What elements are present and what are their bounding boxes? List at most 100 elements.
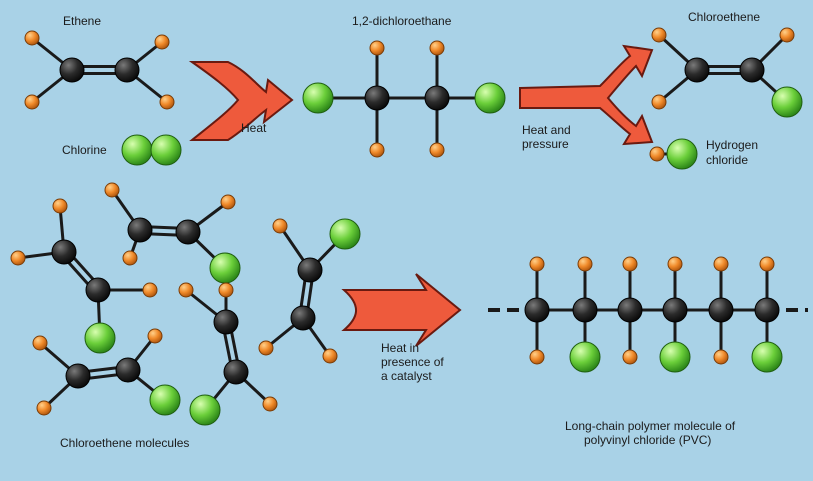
hydrogen-atom: [577, 256, 593, 272]
hydrogen-atom: [322, 348, 338, 364]
hydrogen-atom: [262, 396, 278, 412]
hydrogen-atom: [154, 34, 170, 50]
heat-catalyst-label-line-3: a catalyst: [381, 369, 432, 383]
carbon-atom: [297, 257, 323, 283]
carbon-atom: [364, 85, 390, 111]
carbon-atom: [85, 277, 111, 303]
hydrogen-atom: [649, 146, 665, 162]
hydrogen-atom: [32, 335, 48, 351]
carbon-atom: [754, 297, 780, 323]
hydrogen-atom: [429, 40, 445, 56]
chlorine-atom: [659, 341, 691, 373]
chlorine-atom: [149, 384, 181, 416]
pvc-polymer-chain: [524, 256, 783, 373]
hydrogen-chloride-label-line-1: Hydrogen: [706, 138, 759, 152]
pvc-label-line-1: Long-chain polymer molecule of: [565, 419, 736, 433]
hydrogen-atom: [779, 27, 795, 43]
heat-and-pressure-label-line-2: pressure: [522, 137, 569, 151]
dichloroethane-molecule: [302, 40, 506, 158]
chloroethene-molecule-1: [104, 182, 241, 284]
chloroethene-molecule-2: [10, 198, 158, 354]
hydrogen-chloride-label-line-2: chloride: [706, 153, 749, 167]
hydrogen-atom: [24, 94, 40, 110]
heat-reaction-arrow: [188, 61, 294, 141]
hydrogen-atom: [159, 94, 175, 110]
hydrogen-atom: [52, 198, 68, 214]
heat-catalyst-label-line-1: Heat in: [381, 341, 420, 355]
chlorine-atom: [569, 341, 601, 373]
carbon-atom: [290, 305, 316, 331]
molecules-layer: [10, 27, 803, 426]
chlorine-label: Chlorine: [62, 143, 107, 157]
carbon-atom: [572, 297, 598, 323]
chlorine-atom: [84, 322, 116, 354]
chlorine-molecule: [121, 134, 182, 166]
chlorine-atom: [329, 218, 361, 250]
heat-catalyst-label-line-2: presence of: [381, 355, 444, 369]
chlorine-atom: [771, 86, 803, 118]
chloroethene-label: Chloroethene: [688, 10, 761, 24]
hydrogen-atom: [36, 400, 52, 416]
hydrogen-atom: [10, 250, 26, 266]
hydrogen-atom: [369, 40, 385, 56]
hydrogen-atom: [667, 256, 683, 272]
heat-and-pressure-label-line-1: Heat and: [522, 123, 571, 137]
hydrogen-atom: [622, 256, 638, 272]
carbon-atom: [524, 297, 550, 323]
ethene-molecule: [24, 30, 175, 110]
hydrogen-atom: [258, 340, 274, 356]
heat-and-pressure-arrow: [519, 44, 654, 146]
hydrogen-atom: [622, 349, 638, 365]
hydrogen-atom: [24, 30, 40, 46]
carbon-atom: [662, 297, 688, 323]
dichloroethane-label: 1,2-dichloroethane: [352, 14, 452, 28]
carbon-atom: [617, 297, 643, 323]
carbon-atom: [708, 297, 734, 323]
chlorine-atom: [209, 252, 241, 284]
hydrogen-atom: [369, 142, 385, 158]
hydrogen-atom: [651, 94, 667, 110]
hydrogen-atom: [218, 282, 234, 298]
chlorine-atom: [302, 82, 334, 114]
chlorine-atom: [121, 134, 153, 166]
carbon-atom: [115, 357, 141, 383]
chloroethene-molecule-5: [258, 218, 361, 364]
hydrogen-atom: [178, 282, 194, 298]
hydrogen-atom: [142, 282, 158, 298]
carbon-atom: [684, 57, 710, 83]
chlorine-atom: [189, 394, 221, 426]
carbon-atom: [223, 359, 249, 385]
hydrogen-atom: [104, 182, 120, 198]
hydrogen-atom: [651, 27, 667, 43]
chlorine-atom: [150, 134, 182, 166]
carbon-atom: [739, 57, 765, 83]
chlorine-atom: [751, 341, 783, 373]
hydrogen-atom: [429, 142, 445, 158]
hydrogen-atom: [713, 349, 729, 365]
chloroethene-molecule-3: [32, 328, 181, 416]
carbon-atom: [51, 239, 77, 265]
hydrogen-atom: [122, 250, 138, 266]
pvc-label-line-2: polyvinyl chloride (PVC): [584, 433, 712, 447]
carbon-atom: [65, 363, 91, 389]
chloroethene-molecules-label: Chloroethene molecules: [60, 436, 190, 450]
catalyst-reaction-arrow: [341, 273, 462, 347]
hydrogen-atom: [529, 256, 545, 272]
carbon-atom: [424, 85, 450, 111]
chloroethene-product: [651, 27, 803, 118]
hydrogen-atom: [529, 349, 545, 365]
chlorine-atom: [474, 82, 506, 114]
hydrogen-atom: [713, 256, 729, 272]
hydrogen-chloride-molecule: [649, 138, 698, 170]
hydrogen-atom: [759, 256, 775, 272]
carbon-atom: [127, 217, 153, 243]
hydrogen-atom: [220, 194, 236, 210]
carbon-atom: [213, 309, 239, 335]
carbon-atom: [114, 57, 140, 83]
carbon-atom: [175, 219, 201, 245]
carbon-atom: [59, 57, 85, 83]
chlorine-atom: [666, 138, 698, 170]
heat-label: Heat: [241, 121, 267, 135]
